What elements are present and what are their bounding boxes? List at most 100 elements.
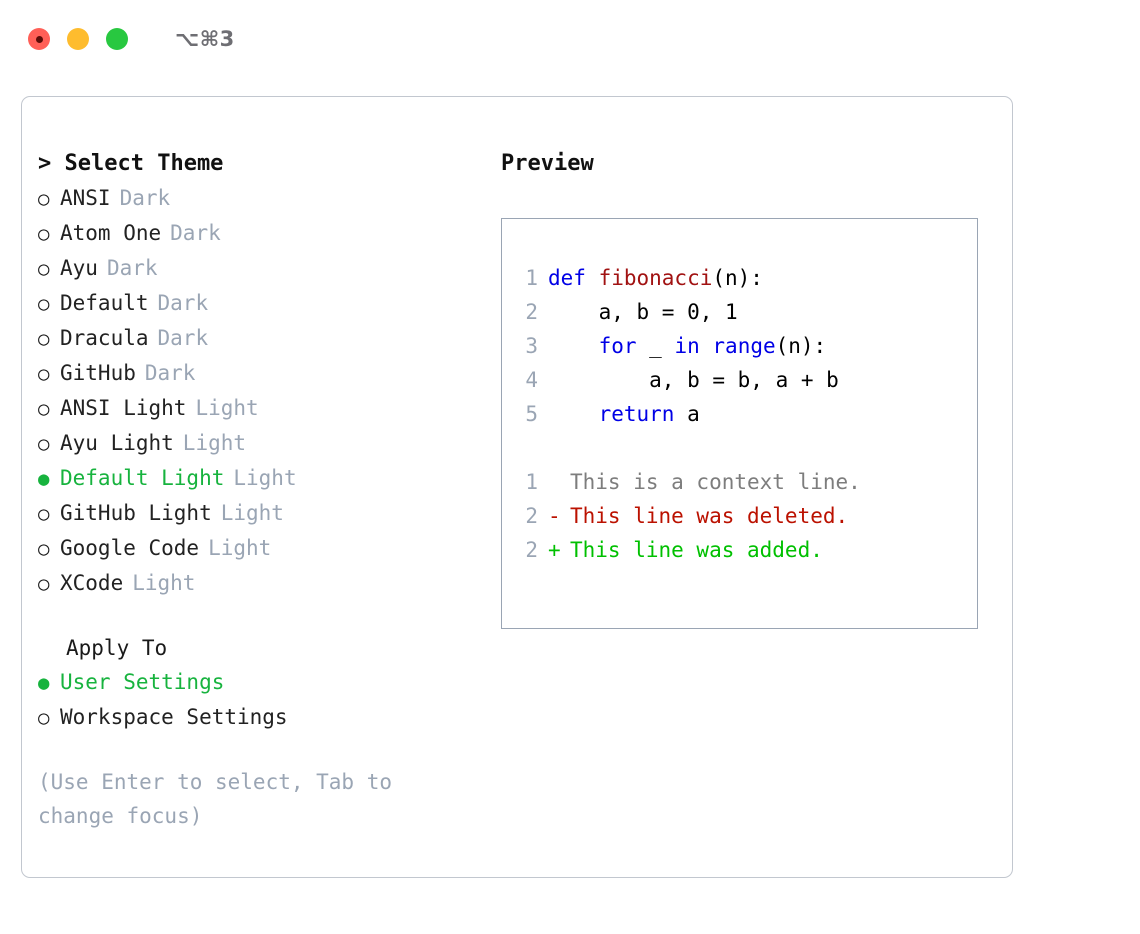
code-token: def [548,266,599,290]
code-token: return [598,402,675,426]
theme-option-kind: Dark [157,326,209,350]
theme-option-label: Ayu Light [60,431,174,455]
code-line-content: def fibonacci(n): [548,261,763,295]
apply-to-list[interactable]: ● User Settings ○Workspace Settings [38,665,468,735]
radio-unselected-icon[interactable]: ○ [38,188,50,210]
diff-marker: - [548,504,561,528]
theme-option[interactable]: ● Default Light Light [38,461,468,496]
theme-option-kind: Light [182,431,247,455]
theme-option-label: Ayu [60,256,98,280]
code-line-content: a, b = b, a + b [548,363,839,397]
diff-line-content: -This line was deleted. [548,499,848,533]
theme-option-kind: Dark [106,256,158,280]
radio-selected-icon[interactable]: ● [38,468,50,490]
theme-option-label: Atom One [60,221,162,245]
radio-unselected-icon[interactable]: ○ [38,293,50,315]
theme-option-label: Default Light [60,466,225,490]
theme-option-label: GitHub [60,361,136,385]
theme-option-label: XCode [60,571,124,595]
theme-option-label: Dracula [60,326,149,350]
radio-unselected-icon[interactable]: ○ [38,707,50,729]
diff-line-text: This line was deleted. [570,504,849,528]
code-line-content: for _ in range(n): [548,329,827,363]
code-token: _ [636,334,675,358]
close-window-button[interactable] [28,28,50,50]
radio-unselected-icon[interactable]: ○ [38,503,50,525]
theme-option[interactable]: ○ Google Code Light [38,531,468,566]
diff-line-text: This is a context line. [570,470,861,494]
code-line: 5 return a [502,397,977,431]
code-token [548,402,599,426]
diff-line: 1 This is a context line. [502,465,977,499]
theme-option[interactable]: ○ Ayu Dark [38,251,468,286]
theme-option[interactable]: ○ Dracula Dark [38,321,468,356]
theme-option[interactable]: ○ Atom One Dark [38,216,468,251]
diff-line-content: +This line was added. [548,533,823,567]
theme-option-label: Google Code [60,536,200,560]
theme-option-kind: Light [233,466,297,490]
theme-option-kind: Dark [170,221,221,245]
preview-heading: Preview [501,151,594,176]
code-line: 2 a, b = 0, 1 [502,295,977,329]
select-theme-heading: > Select Theme [38,151,224,176]
theme-option-kind: Light [220,501,284,525]
code-token: in [674,334,700,358]
radio-unselected-icon[interactable]: ○ [38,328,50,350]
theme-option-label: ANSI Light [60,396,187,420]
minimize-window-button[interactable] [67,28,89,50]
radio-unselected-icon[interactable]: ○ [38,538,50,560]
theme-option[interactable]: ○ Ayu Light Light [38,426,468,461]
diff-line-number: 2 [525,538,538,562]
keyboard-hint-text: (Use Enter to select, Tab to change focu… [38,770,393,828]
code-line: 4 a, b = b, a + b [502,363,977,397]
code-token: a [674,402,700,426]
preview-spacer [502,431,977,465]
radio-unselected-icon[interactable]: ○ [38,398,50,420]
code-token [548,334,599,358]
diff-line-number: 1 [525,470,538,494]
theme-option-kind: Dark [157,291,209,315]
diff-line: 2 +This line was added. [502,533,977,567]
code-token: (n): [775,334,827,358]
diff-line: 2-This line was deleted. [502,499,977,533]
theme-option-label: GitHub Light [60,501,212,525]
title-bar: ⌥⌘3 [0,0,1140,78]
code-token: a, b = 0, 1 [548,300,738,324]
radio-unselected-icon[interactable]: ○ [38,573,50,595]
code-line-content: a, b = 0, 1 [548,295,738,329]
radio-selected-icon[interactable]: ● [38,672,50,694]
code-token: a, b = b, a + b [548,368,839,392]
code-line-number: 2 [525,300,538,324]
code-line: 3 for _ in range(n): [502,329,977,363]
apply-to-option-label: User Settings [60,670,225,694]
radio-unselected-icon[interactable]: ○ [38,363,50,385]
diff-line-content: This is a context line. [548,465,861,499]
theme-option-kind: Light [208,536,272,560]
radio-unselected-icon[interactable]: ○ [38,433,50,455]
apply-to-option[interactable]: ○Workspace Settings [38,700,468,735]
code-token: (n): [712,266,763,290]
radio-unselected-icon[interactable]: ○ [38,223,50,245]
code-line: 1 def fibonacci(n): [502,261,977,295]
code-line-number: 3 [525,334,538,358]
radio-unselected-icon[interactable]: ○ [38,258,50,280]
maximize-window-button[interactable] [106,28,128,50]
diff-line-number: 2 [525,504,538,528]
code-line-content: return a [548,397,700,431]
theme-option[interactable]: ○ GitHub Light Light [38,496,468,531]
apply-to-option[interactable]: ● User Settings [38,665,468,700]
theme-option-kind: Dark [119,186,171,210]
code-token: fibonacci [598,266,713,290]
code-line-number: 1 [525,266,538,290]
diff-marker: + [548,538,561,562]
